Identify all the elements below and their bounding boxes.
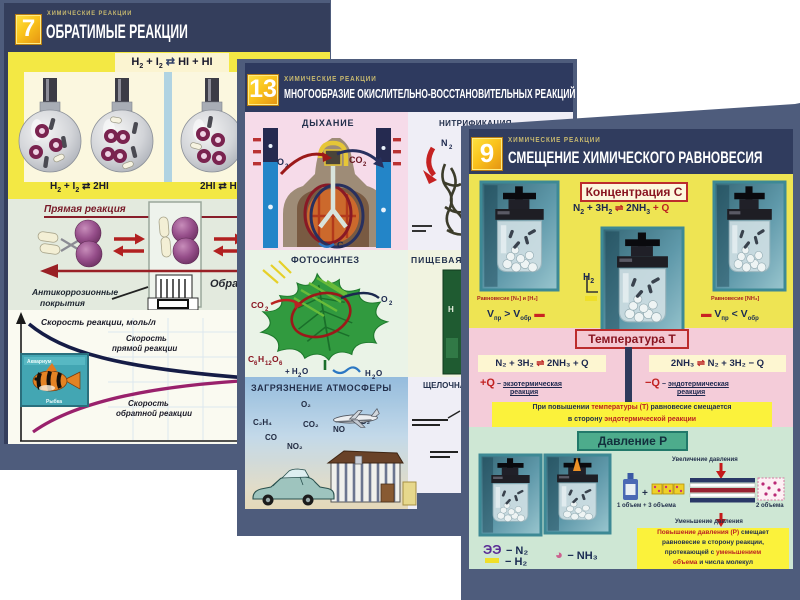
svg-text:Скорость: Скорость bbox=[128, 399, 169, 408]
svg-text:CO: CO bbox=[251, 300, 264, 310]
svg-text:6: 6 bbox=[279, 361, 283, 367]
svg-text:6: 6 bbox=[254, 361, 258, 367]
svg-text:Скорость: Скорость bbox=[126, 334, 167, 343]
svg-text:O: O bbox=[272, 354, 279, 364]
svg-text:Уменьшение давления: Уменьшение давления bbox=[675, 519, 743, 525]
svg-text:O: O bbox=[376, 369, 382, 378]
svg-text:Увеличение давления: Увеличение давления bbox=[672, 457, 738, 463]
svg-text:+: + bbox=[642, 488, 648, 499]
svg-text:обратной реакции: обратной реакции bbox=[116, 409, 192, 418]
svg-text:H: H bbox=[258, 354, 264, 364]
svg-text:ДЫХАНИЕ: ДЫХАНИЕ bbox=[302, 118, 354, 128]
svg-text:C: C bbox=[248, 354, 254, 364]
svg-text:ПИЩЕВАЯ: ПИЩЕВАЯ bbox=[411, 255, 463, 265]
svg-text:O: O bbox=[381, 294, 388, 304]
svg-text:NO₂: NO₂ bbox=[287, 442, 303, 451]
svg-text:1 объем + 3 объема: 1 объем + 3 объема bbox=[617, 502, 676, 509]
svg-text:+ H: + H bbox=[285, 367, 298, 376]
svg-text:прямой реакции: прямой реакции bbox=[112, 344, 177, 353]
svg-text:12: 12 bbox=[265, 361, 272, 367]
svg-text:CO₂: CO₂ bbox=[303, 420, 319, 429]
svg-text:2: 2 bbox=[363, 162, 367, 168]
svg-text:Аквариум: Аквариум bbox=[27, 359, 52, 365]
svg-text:НИТРИФИКАЦИЯ: НИТРИФИКАЦИЯ bbox=[439, 119, 512, 128]
svg-text:O₂: O₂ bbox=[301, 400, 311, 409]
svg-text:CO: CO bbox=[349, 155, 363, 165]
svg-text:ЗАГРЯЗНЕНИЕ АТМОСФЕРЫ: ЗАГРЯЗНЕНИЕ АТМОСФЕРЫ bbox=[251, 383, 392, 393]
svg-text:H: H bbox=[365, 369, 371, 378]
svg-text:2: 2 bbox=[372, 375, 376, 381]
svg-text:Рыбка: Рыбка bbox=[46, 398, 62, 405]
svg-text:ЩЕЛОЧНАЯ: ЩЕЛОЧНАЯ bbox=[423, 381, 472, 390]
svg-text:Н: Н bbox=[448, 305, 454, 314]
svg-text:Скорость реакции, моль/л: Скорость реакции, моль/л bbox=[41, 317, 157, 327]
svg-text:2: 2 bbox=[449, 145, 453, 151]
svg-text:Антикоррозионные: Антикоррозионные bbox=[31, 287, 118, 297]
svg-text:NO: NO bbox=[333, 425, 345, 434]
svg-text:N: N bbox=[441, 138, 448, 148]
svg-text:ФОТОСИНТЕЗ: ФОТОСИНТЕЗ bbox=[291, 255, 360, 265]
svg-text:2: 2 bbox=[298, 373, 302, 379]
svg-text:O: O bbox=[277, 157, 284, 167]
svg-text:C₂H₄: C₂H₄ bbox=[253, 418, 272, 427]
svg-text:CO: CO bbox=[265, 433, 277, 442]
svg-text:C: C bbox=[337, 240, 344, 250]
svg-text:покрытия: покрытия bbox=[40, 298, 85, 308]
svg-text:O: O bbox=[302, 367, 308, 376]
svg-text:2: 2 bbox=[265, 307, 269, 313]
svg-text:2 объема: 2 объема bbox=[756, 502, 784, 509]
svg-text:2: 2 bbox=[389, 301, 393, 307]
svg-text:Прямая реакция: Прямая реакция bbox=[44, 204, 126, 215]
